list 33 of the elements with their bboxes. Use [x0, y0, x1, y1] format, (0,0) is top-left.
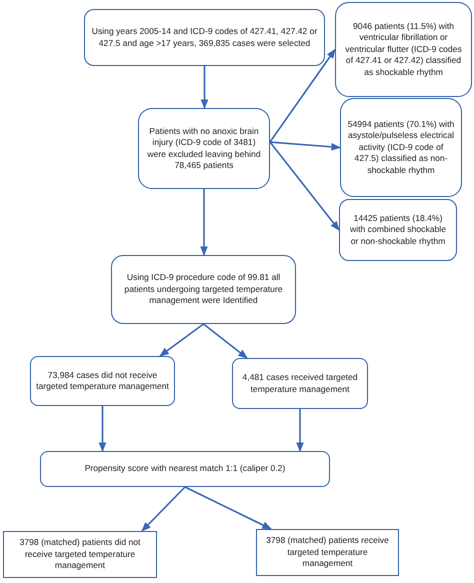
arrow	[200, 66, 208, 109]
box-text: Propensity score with nearest match 1:1 (caliper 0.2)	[84, 463, 286, 475]
arrow	[270, 141, 341, 151]
box-text: 73,984 cases did not receive targeted temperature management	[36, 370, 169, 392]
arrow	[184, 486, 272, 530]
process-box	[340, 98, 462, 197]
box-text: Using years 2005-14 and ICD-9 codes of 427.41, 427.42 or 427.5 and age >17 years, 369,835 cases were selected	[90, 26, 318, 49]
process-box	[256, 529, 399, 576]
process-box	[40, 451, 330, 487]
box-text: 9046 patients (11.5%) with ventricular fibrillation or ventricular flutter (ICD-9 codes of 427.41 or 427.42) classified as shockable rhythm	[344, 21, 463, 78]
arrow	[296, 409, 304, 452]
box-text: 14425 patients (18.4%) with combined shockable or non-shockable rhythm	[348, 212, 448, 248]
arrow	[98, 406, 106, 452]
box-text: 54994 patients (70.1%) with asystole/pulseless electrical activity (ICD-9 code of 427.5) classified as non-shockable rhythm	[346, 119, 456, 176]
arrow	[269, 142, 340, 231]
process-box	[3, 531, 157, 578]
arrow	[200, 189, 208, 256]
arrow	[269, 48, 336, 142]
process-box	[84, 9, 325, 66]
box-text: Patients with no anoxic brain injury (ICD-9 code of 3481) were excluded leaving behind 78,465 patients	[146, 126, 262, 172]
process-box	[30, 356, 175, 406]
box-text: 4,481 cases received targeted temperature management	[241, 372, 359, 395]
box-text: 3798 (matched) patients receive targeted temperature management	[265, 535, 390, 570]
process-box	[232, 358, 368, 409]
box-text: 3798 (matched) patients did not receive targeted temperature management	[18, 537, 142, 572]
arrow	[141, 486, 186, 532]
arrow	[203, 323, 248, 359]
process-box	[335, 2, 472, 97]
process-box	[138, 108, 270, 189]
box-text: Using ICD-9 procedure code of 99.81 all patients undergoing targeted temperature management were Identified	[123, 272, 284, 307]
process-box	[339, 199, 457, 261]
arrow	[159, 323, 204, 357]
process-box	[111, 255, 296, 324]
